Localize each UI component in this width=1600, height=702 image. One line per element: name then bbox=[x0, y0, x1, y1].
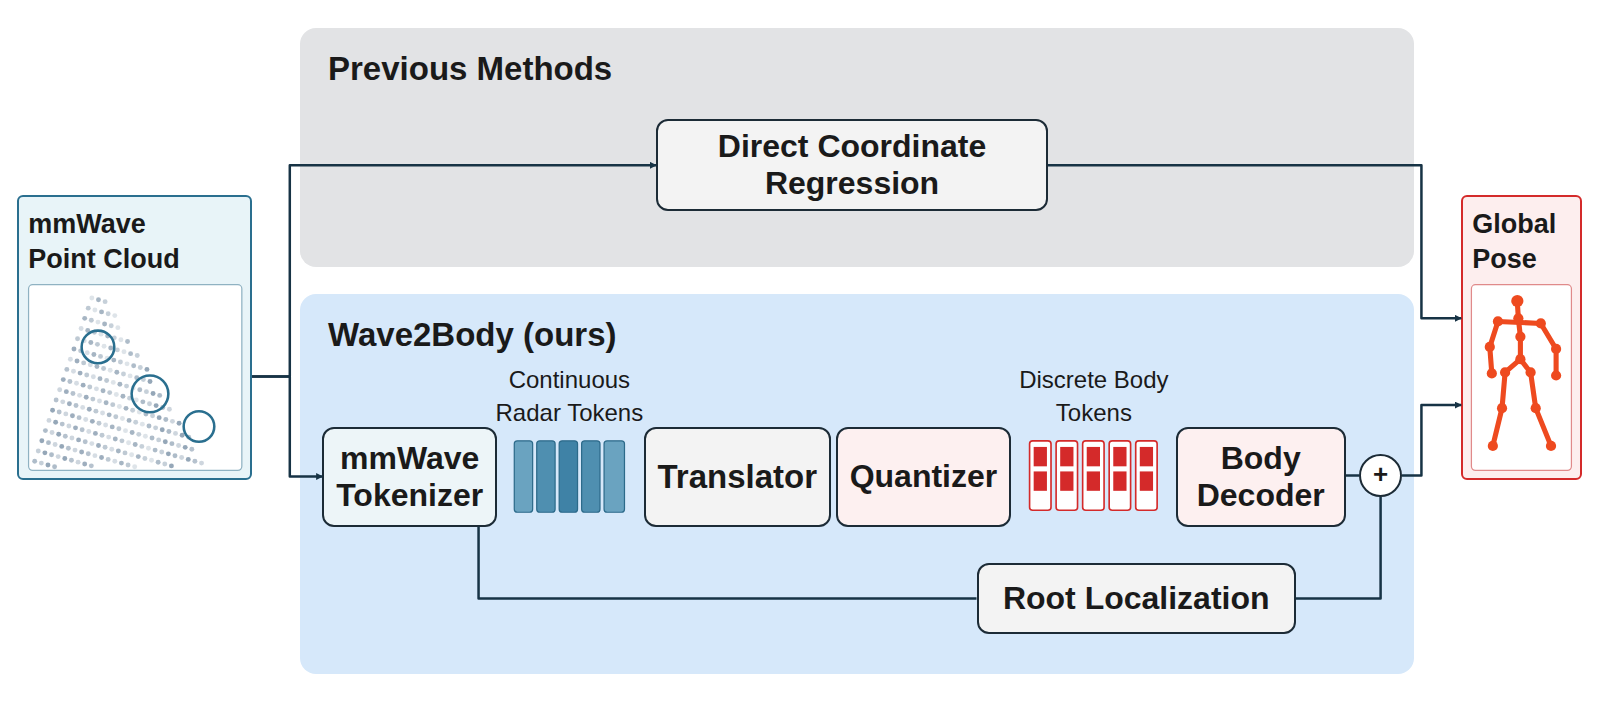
token-caption: Discrete Body Tokens bbox=[1018, 363, 1169, 429]
body-token-bars bbox=[1030, 441, 1158, 510]
node-label: mmWave Tokenizer bbox=[324, 440, 494, 514]
highlight-circle bbox=[132, 376, 169, 413]
method-band: Previous MethodsDirect Coordinate Regres… bbox=[300, 28, 1414, 268]
connector-arrow bbox=[1402, 405, 1461, 475]
connector-arrow bbox=[252, 165, 656, 376]
highlight-circle bbox=[82, 331, 115, 364]
connector-arrow bbox=[1048, 165, 1461, 318]
connector-arrow bbox=[1346, 474, 1359, 477]
process-box: mmWave Tokenizer bbox=[322, 427, 496, 527]
output-panel: Global Pose bbox=[1461, 195, 1581, 480]
point-cloud-dots bbox=[32, 296, 204, 470]
process-box: Body Decoder bbox=[1176, 427, 1346, 527]
sum-circle: + bbox=[1359, 454, 1402, 497]
input-panel: mmWave Point Cloud bbox=[17, 195, 252, 480]
node-label: Translator bbox=[657, 458, 817, 496]
connector-arrow bbox=[479, 527, 977, 599]
skeleton-bones bbox=[1490, 302, 1556, 446]
point-cloud-panel bbox=[29, 285, 242, 471]
process-box: Root Localization bbox=[977, 563, 1296, 633]
process-box: Translator bbox=[644, 427, 831, 527]
connector-arrow bbox=[1296, 497, 1381, 599]
node-label: Global Pose bbox=[1472, 207, 1579, 277]
node-label: Root Localization bbox=[1003, 580, 1270, 617]
process-box: Direct Coordinate Regression bbox=[656, 119, 1048, 211]
band-heading: Wave2Body (ours) bbox=[328, 316, 617, 354]
process-box: Quantizer bbox=[836, 427, 1012, 527]
node-label: mmWave Point Cloud bbox=[28, 207, 203, 277]
token-caption: Continuous Radar Tokens bbox=[480, 363, 660, 429]
radar-token-bars bbox=[514, 441, 624, 512]
node-label: Body Decoder bbox=[1178, 440, 1344, 514]
highlight-circle bbox=[184, 411, 215, 442]
band-heading: Previous Methods bbox=[328, 50, 612, 88]
pose-panel bbox=[1471, 285, 1571, 471]
connector-arrow bbox=[252, 377, 322, 477]
node-label: Quantizer bbox=[850, 458, 998, 495]
method-band: Wave2Body (ours) mmWave Tokenizer Translat… bbox=[300, 294, 1414, 675]
node-label: Direct Coordinate Regression bbox=[658, 128, 1046, 202]
node-label: + bbox=[1373, 461, 1388, 487]
skeleton-joints bbox=[1485, 295, 1562, 451]
